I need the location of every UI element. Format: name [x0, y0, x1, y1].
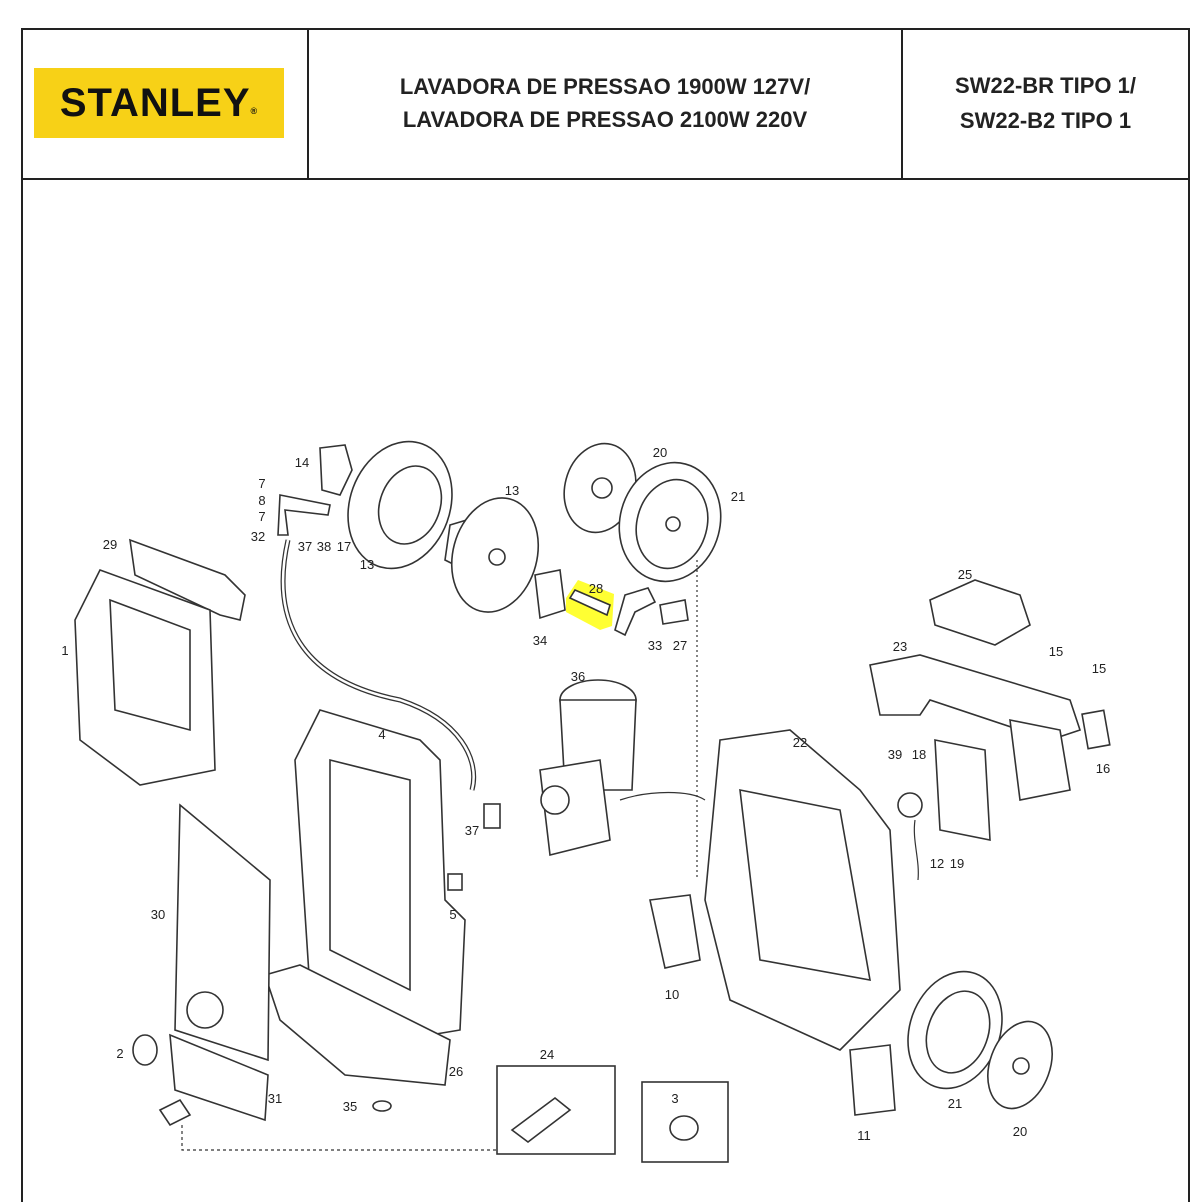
- callout-part-30: 30: [151, 907, 165, 922]
- title-line-2: LAVADORA DE PRESSAO 2100W 220V: [402, 107, 808, 132]
- product-title: LAVADORA DE PRESSAO 1900W 127V/LAVADORA …: [309, 28, 903, 178]
- part-31-lower-panel: [169, 1033, 269, 1122]
- callout-part-35: 35: [343, 1099, 357, 1114]
- part-pump-head: [539, 759, 611, 856]
- callout-part-26: 26: [449, 1064, 463, 1079]
- brand-name: STANLEY: [59, 80, 251, 125]
- callout-part-31: 31: [268, 1091, 282, 1106]
- callout-part-2: 2: [116, 1046, 123, 1061]
- part-14: [319, 444, 353, 496]
- title-block: STANLEY® LAVADORA DE PRESSAO 1900W 127V/…: [21, 28, 1188, 180]
- part-26-base: [263, 964, 451, 1086]
- part-27-nut: [659, 599, 689, 625]
- callout-part-13: 13: [360, 557, 374, 572]
- callout-part-1: 1: [61, 643, 68, 658]
- part-22-main-frame: [704, 729, 901, 1051]
- part-10-bracket: [649, 894, 701, 969]
- part-8-connector: [277, 494, 331, 536]
- drawing-sheet: [21, 28, 1190, 1202]
- part-25-tank: [929, 579, 1031, 646]
- part-16: [1081, 709, 1111, 750]
- part-35-foot: [372, 1100, 392, 1112]
- callout-part-12: 12: [930, 856, 944, 871]
- callout-part-20: 20: [1013, 1124, 1027, 1139]
- part-1-front-cover: [74, 569, 216, 786]
- logo-cell: STANLEY®: [21, 28, 309, 178]
- model-line-2: SW22-B2 TIPO 1: [959, 108, 1132, 133]
- part-37-switch: [483, 803, 501, 829]
- callout-part-7: 7: [258, 509, 265, 524]
- callout-part-39: 39: [888, 747, 902, 762]
- callout-part-20: 20: [653, 445, 667, 460]
- callout-part-24: 24: [540, 1047, 554, 1062]
- part-30-front-panel: [174, 803, 271, 1062]
- callout-part-32: 32: [251, 529, 265, 544]
- callout-part-36: 36: [571, 669, 585, 684]
- callout-part-38: 38: [317, 539, 331, 554]
- part-inlet-fitting: [158, 1098, 192, 1127]
- part-29-handle-cover: [129, 538, 246, 621]
- part-19-side-panel: [934, 739, 991, 841]
- part-11-cover: [849, 1044, 896, 1116]
- stanley-logo: STANLEY®: [34, 68, 284, 138]
- callout-part-10: 10: [665, 987, 679, 1002]
- callout-part-37: 37: [465, 823, 479, 838]
- callout-part-19: 19: [950, 856, 964, 871]
- callout-part-16: 16: [1096, 761, 1110, 776]
- callout-part-4: 4: [378, 727, 385, 742]
- callout-part-11: 11: [857, 1128, 871, 1143]
- callout-part-34: 34: [533, 633, 547, 648]
- callout-part-29: 29: [103, 537, 117, 552]
- part-12-tube: [913, 819, 919, 881]
- callout-part-23: 23: [893, 639, 907, 654]
- callout-part-33: 33: [648, 638, 662, 653]
- callout-part-21: 21: [731, 489, 745, 504]
- part-2-knob: [132, 1034, 158, 1066]
- callout-part-27: 27: [673, 638, 687, 653]
- callout-part-15: 15: [1092, 661, 1106, 676]
- part-33-elbow: [614, 587, 657, 637]
- callout-part-25: 25: [958, 567, 972, 582]
- callout-part-22: 22: [793, 735, 807, 750]
- callout-part-28: 28: [589, 581, 603, 596]
- part-28-axle: [568, 588, 611, 617]
- callout-part-7: 7: [258, 476, 265, 491]
- title-line-1: LAVADORA DE PRESSAO 1900W 127V/: [399, 74, 811, 99]
- part-5-clip: [447, 873, 463, 891]
- callout-part-37: 37: [298, 539, 312, 554]
- part-34-bracket: [534, 569, 566, 620]
- part-18-valve: [897, 792, 923, 818]
- model-line-1: SW22-BR TIPO 1/: [955, 73, 1136, 98]
- callout-part-15: 15: [1049, 644, 1063, 659]
- callout-part-5: 5: [449, 907, 456, 922]
- callout-part-8: 8: [258, 493, 265, 508]
- callout-part-18: 18: [912, 747, 926, 762]
- callout-part-13: 13: [505, 483, 519, 498]
- callout-part-21: 21: [948, 1096, 962, 1111]
- part-4-body-rear: [294, 709, 466, 1041]
- callout-part-17: 17: [337, 539, 351, 554]
- model-number: SW22-BR TIPO 1/SW22-B2 TIPO 1: [903, 28, 1188, 178]
- callout-part-14: 14: [295, 455, 309, 470]
- callout-part-3: 3: [671, 1091, 678, 1106]
